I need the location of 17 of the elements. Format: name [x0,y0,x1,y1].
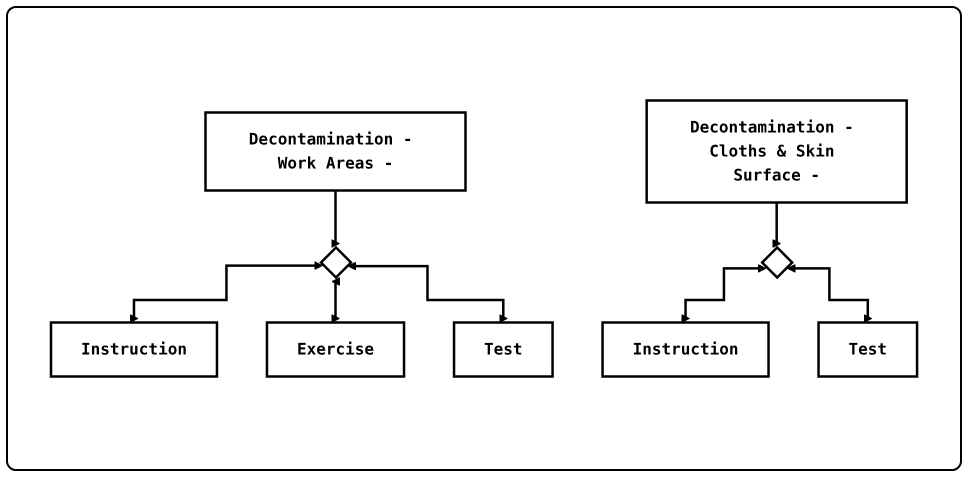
node-diamond [760,246,794,280]
node-box [204,111,467,192]
arrow [786,264,872,323]
arrow [331,189,340,248]
arrow [348,262,508,323]
node-box [452,321,554,378]
node-box [601,321,770,378]
arrow [130,261,323,323]
node-box [645,99,908,204]
arrow [681,264,766,323]
arrow [331,278,340,323]
arrow [772,201,782,248]
node-box [817,321,918,378]
node-diamond [319,246,353,280]
node-box [266,321,406,378]
diagram-frame: Decontamination - Work Areas - Instruction Exercise Test Decontamination - Cloths & Skin Surface - Instruction Test [6,6,962,471]
node-box [50,321,218,378]
